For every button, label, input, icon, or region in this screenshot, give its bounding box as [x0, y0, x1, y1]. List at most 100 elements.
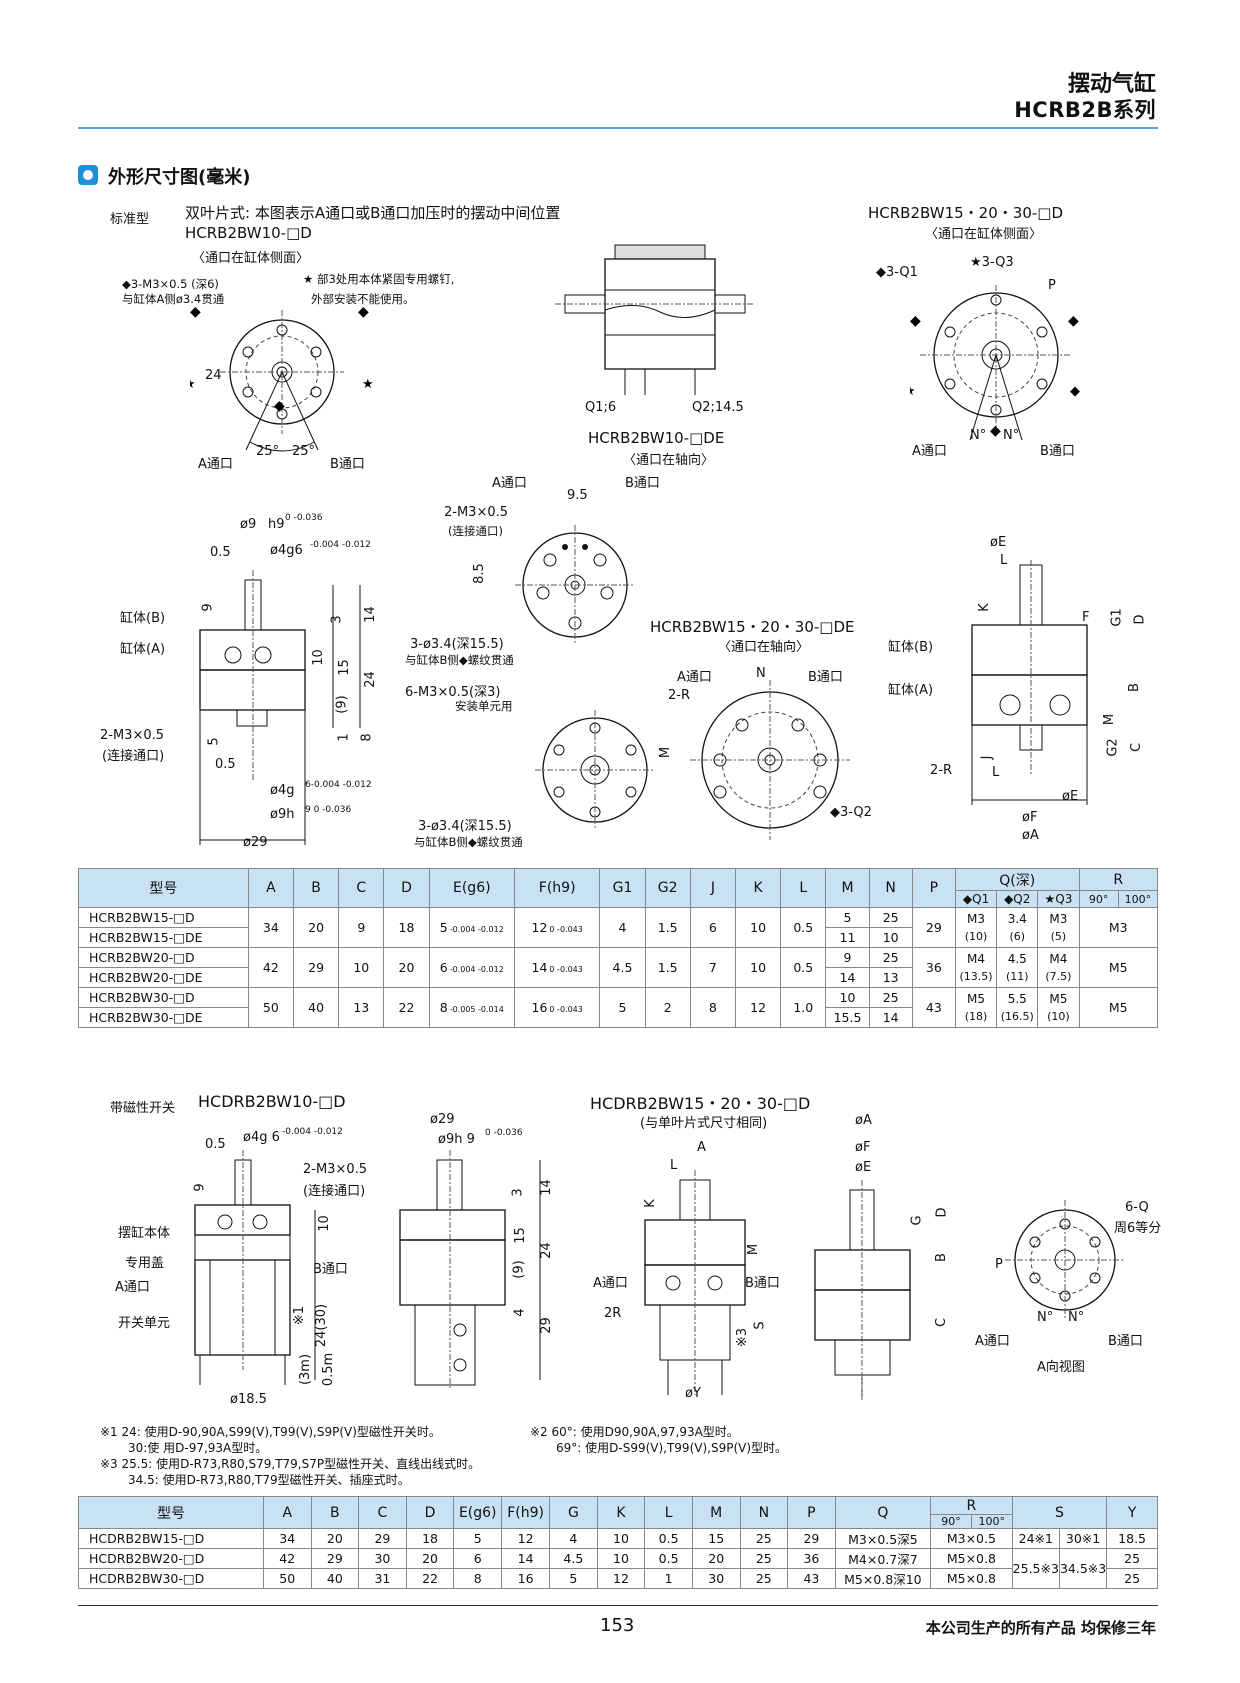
b15s-of: øF	[855, 1140, 871, 1155]
model-mag-10: HCDRB2BW10-□D	[198, 1092, 346, 1111]
note-star: ★ 部3处用本体紧固专用螺钉,	[303, 272, 455, 286]
dim-d4g-tol: 6-0.004 -0.012	[305, 780, 372, 790]
page-number: 153	[600, 1615, 635, 1636]
model-10d-title: HCRB2BW10-□D	[185, 224, 312, 242]
b-m3-label: 2-M3×0.5	[303, 1162, 368, 1177]
note-m3-2: 与缸体A侧ø3.4贯通	[122, 292, 225, 306]
svg-text:◆: ◆	[990, 423, 1001, 439]
dim-05b: 0.5	[215, 757, 236, 772]
b-dim-05: 0.5	[205, 1137, 226, 1152]
same-as-single: (与单叶片式尺寸相同)	[640, 1116, 768, 1131]
dim-9-paren: (9)	[334, 695, 350, 714]
t1-head-q: Q(深)	[954, 868, 1080, 891]
oe-dim: øE	[990, 535, 1007, 550]
dim-h9: h9	[268, 517, 285, 532]
dim-d9h: ø9h	[270, 807, 295, 822]
mag-10-side-drawing	[194, 1150, 316, 1385]
axial-view-15de-drawing	[690, 680, 850, 840]
b-n1: N°	[1037, 1310, 1054, 1325]
svg-text:◆: ◆	[190, 304, 201, 320]
section-bullet-icon	[78, 165, 98, 185]
dim-15: 15	[336, 659, 352, 676]
dim-10: 10	[310, 649, 326, 666]
footer-slogan: 本公司生产的所有产品 均保修三年	[925, 1619, 1156, 1637]
l-dim: L	[1000, 553, 1008, 568]
port-b-label: B通口	[330, 457, 365, 472]
side-view-10-drawing	[199, 570, 361, 845]
note-2b: 69°: 使用D-S99(V),T99(V),S9P(V)型时。	[556, 1441, 788, 1455]
b15-oy-dim: øY	[685, 1386, 701, 1401]
svg-text:◆: ◆	[274, 398, 285, 414]
g2-dim: G2	[1105, 738, 1121, 757]
m3-conn-label-2: 2-M3×0.5	[444, 505, 509, 520]
magnetic-label: 带磁性开关	[110, 1101, 176, 1116]
dim-d4g: ø4g	[270, 783, 295, 798]
b-dim-15: 15	[512, 1227, 528, 1244]
dim-14: 14	[362, 606, 378, 623]
b-dim-10: 10	[316, 1215, 332, 1232]
cover-label: 专用盖	[125, 1256, 165, 1271]
desc-text: 双叶片式: 本图表示A通口或B通口加压时的摆动中间位置	[185, 204, 561, 222]
model-mag-15: HCDRB2BW15・20・30-□D	[590, 1094, 811, 1113]
svg-text:◆: ◆	[1070, 384, 1080, 399]
axial-port-label: 〈通口在轴向〉	[623, 453, 715, 468]
b-6q-note: 周6等分	[1114, 1221, 1162, 1236]
cylinder-b-label: 缸体(B)	[120, 611, 166, 626]
b15s-d: D	[934, 1207, 950, 1218]
b15-l-dim: L	[670, 1158, 678, 1173]
dim-24: 24	[205, 368, 222, 383]
note-2: ※2 60°: 使用D90,90A,97,93A型时。	[530, 1425, 739, 1439]
b-port-b3: B通口	[1108, 1334, 1143, 1349]
dim-9-5: 9.5	[567, 488, 588, 503]
hole-34b-label: 3-ø3.4(深15.5)	[418, 819, 512, 834]
dim-05: 0.5	[210, 545, 231, 560]
f-dim: F	[1082, 610, 1090, 625]
b15-2r: 2R	[604, 1306, 622, 1321]
b15-a-arrow: A	[697, 1140, 706, 1155]
mag-10-front-drawing	[399, 1150, 541, 1390]
model-15d-title: HCRB2BW15・20・30-□D	[868, 204, 1063, 222]
b-dim-d9h: ø9h 9	[438, 1132, 475, 1147]
b-dim: B	[1126, 683, 1142, 692]
header-divider	[78, 127, 1158, 129]
b-port-b: B通口	[313, 1262, 348, 1277]
model-15de-title: HCRB2BW15・20・30-□DE	[650, 618, 855, 636]
b-dim-9p: (9)	[511, 1260, 527, 1279]
q1-dim: Q1;6	[585, 400, 617, 415]
svg-text:★: ★	[910, 384, 916, 399]
side-view-15-drawing	[971, 560, 1088, 805]
b-dim-14: 14	[538, 1179, 554, 1196]
a-view-label: A向视图	[1037, 1360, 1085, 1375]
b15-s-dim: S	[752, 1321, 768, 1330]
q2-dim: Q2;14.5	[692, 400, 744, 415]
g1-dim: G1	[1109, 608, 1125, 627]
b-dim-note1: ※1	[292, 1305, 308, 1326]
dim-1: 1	[336, 733, 352, 742]
q32-label: ◆3-Q2	[830, 805, 872, 820]
b15-note3: ※3	[735, 1327, 751, 1348]
header-title-en: HCRB2B系列	[1014, 98, 1156, 122]
std-type-label: 标准型	[110, 212, 150, 227]
model-10de-title: HCRB2BW10-□DE	[588, 429, 725, 447]
unit-mount-view-drawing	[535, 710, 655, 830]
b-dim-d9h-tol: 0 -0.036	[485, 1128, 523, 1138]
port-b-label-2: B通口	[1040, 444, 1075, 459]
b15s-oe: øE	[855, 1160, 872, 1175]
svg-text:◆: ◆	[358, 304, 369, 320]
b-dim-185: ø18.5	[230, 1392, 267, 1407]
b-n2: N°	[1068, 1310, 1085, 1325]
b-conn-label: (连接通口)	[303, 1184, 366, 1199]
angle-25b: 25°	[292, 444, 316, 459]
b-dim-d29: ø29	[430, 1112, 455, 1127]
body-label: 摆缸本体	[118, 1226, 171, 1241]
note-1b: 30:使 用D-97,93A型时。	[128, 1441, 268, 1455]
r2b-label: 2-R	[930, 763, 952, 778]
b-dim-05m: 0.5m	[321, 1352, 337, 1387]
spec-table-1: 型号 A B C D E(g6) F(h9) G1 G2 J K L M N P…	[78, 868, 1159, 1028]
mid-port-a: A通口	[492, 476, 527, 491]
